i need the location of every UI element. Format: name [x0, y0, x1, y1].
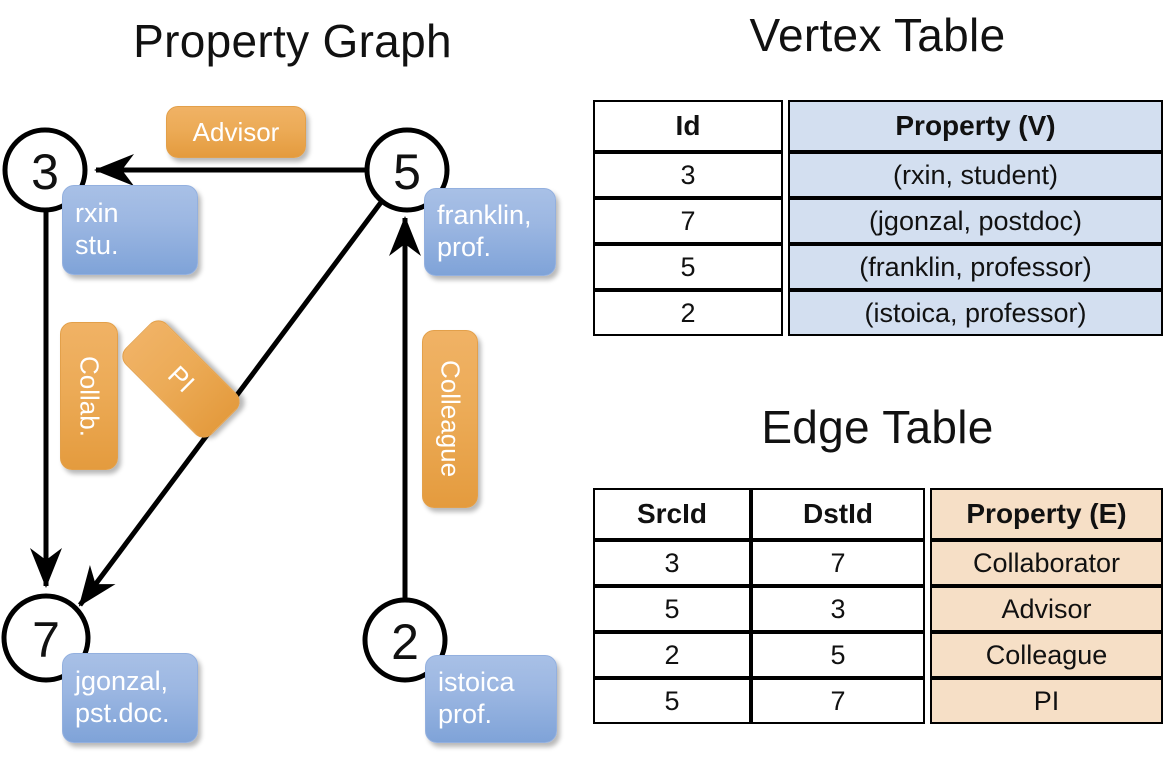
vertex-header-property: Property (V): [788, 100, 1163, 152]
vertex-cell-property: (rxin, student): [788, 152, 1163, 198]
node-property-line: pst.doc.: [75, 698, 170, 728]
edge-label-advisor: Advisor: [166, 106, 306, 158]
node-property-line: jgonzal,: [75, 666, 169, 697]
column-gap: [925, 632, 930, 678]
column-gap: [783, 100, 788, 152]
column-gap: [925, 586, 930, 632]
edge-cell-dst: 7: [751, 540, 925, 586]
node-label-5: 5: [393, 144, 421, 200]
node-circle-2[interactable]: [362, 597, 448, 683]
table-header-row: SrcId DstId Property (E): [593, 488, 1163, 540]
tables-panel: Vertex Table Id Property (V) 3 (rxin, st…: [585, 0, 1170, 760]
table-row: 5 (franklin, professor): [593, 244, 1163, 290]
table-row: 2 5 Colleague: [593, 632, 1163, 678]
edge-label-colleague: Colleague: [422, 330, 478, 508]
node-label-7: 7: [32, 612, 60, 668]
edge-cell-src: 2: [593, 632, 751, 678]
property-graph-panel: Property Graph 3 5 7 2: [1, 15, 557, 743]
node-property-line: stu.: [75, 230, 119, 260]
column-gap: [783, 152, 788, 198]
edge-cell-dst: 5: [751, 632, 925, 678]
table-row: 2 (istoica, professor): [593, 290, 1163, 336]
vertex-cell-property: (franklin, professor): [788, 244, 1163, 290]
edge-cell-dst: 7: [751, 678, 925, 724]
edge-cell-src: 5: [593, 678, 751, 724]
node-property-line: prof.: [438, 699, 493, 729]
node-property-box-7: jgonzal, pst.doc.: [62, 653, 198, 743]
property-graph-canvas: 3 5 7 2: [1, 127, 450, 683]
table-row: 3 (rxin, student): [593, 152, 1163, 198]
node-label-2: 2: [391, 614, 419, 670]
edge-cell-property: PI: [930, 678, 1163, 724]
edge-cell-property: Advisor: [930, 586, 1163, 632]
edge-header-property: Property (E): [930, 488, 1163, 540]
vertex-cell-id: 2: [593, 290, 783, 336]
edge-table-title: Edge Table: [761, 401, 994, 453]
vertex-header-id: Id: [593, 100, 783, 152]
column-gap: [783, 244, 788, 290]
vertex-cell-property: (jgonzal, postdoc): [788, 198, 1163, 244]
vertex-cell-id: 3: [593, 152, 783, 198]
edge-cell-src: 5: [593, 586, 751, 632]
edge-header-dstid: DstId: [751, 488, 925, 540]
column-gap: [783, 290, 788, 336]
edge-header-srcid: SrcId: [593, 488, 751, 540]
edge-cell-dst: 3: [751, 586, 925, 632]
table-row: 3 7 Collaborator: [593, 540, 1163, 586]
edge-label-collab: Collab.: [60, 322, 118, 470]
vertex-cell-property: (istoica, professor): [788, 290, 1163, 336]
column-gap: [925, 540, 930, 586]
edge-table: SrcId DstId Property (E) 3 7 Collaborato…: [593, 488, 1163, 724]
node-property-line: franklin,: [437, 200, 532, 231]
edge-cell-property: Collaborator: [930, 540, 1163, 586]
table-row: 5 3 Advisor: [593, 586, 1163, 632]
vertex-table-title: Vertex Table: [749, 9, 1006, 61]
node-circle-5[interactable]: [364, 127, 450, 213]
edge-label-text: Colleague: [435, 360, 466, 478]
node-property-line: istoica: [438, 667, 515, 698]
property-graph-title: Property Graph: [133, 15, 452, 67]
column-gap: [925, 678, 930, 724]
column-gap: [783, 198, 788, 244]
vertex-cell-id: 7: [593, 198, 783, 244]
node-property-box-5: franklin, prof.: [424, 188, 556, 276]
edge-cell-src: 3: [593, 540, 751, 586]
edge-label-text: Collab.: [74, 355, 105, 437]
node-property-line: prof.: [437, 232, 492, 262]
column-gap: [925, 488, 930, 540]
vertex-table: Id Property (V) 3 (rxin, student) 7 (jgo…: [593, 100, 1163, 336]
table-header-row: Id Property (V): [593, 100, 1163, 152]
node-label-3: 3: [31, 144, 59, 200]
node-property-box-3: rxin stu.: [62, 185, 198, 275]
edge-label-text: Advisor: [192, 116, 280, 147]
edge-label-text: PI: [161, 359, 201, 399]
node-property-line: rxin: [75, 198, 119, 229]
vertex-cell-id: 5: [593, 244, 783, 290]
node-property-box-2: istoica prof.: [425, 655, 557, 743]
table-row: 5 7 PI: [593, 678, 1163, 724]
edge-cell-property: Colleague: [930, 632, 1163, 678]
table-row: 7 (jgonzal, postdoc): [593, 198, 1163, 244]
